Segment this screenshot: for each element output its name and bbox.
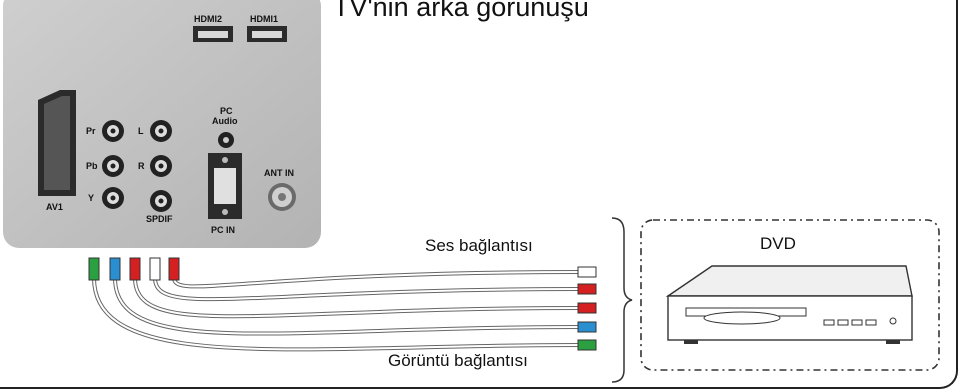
y-jack	[102, 187, 124, 209]
video-connection-caption: Görüntü bağlantısı	[388, 351, 528, 370]
audio-l-jack	[150, 120, 172, 142]
hdmi1-port	[247, 26, 287, 42]
r-label: R	[138, 161, 145, 171]
audio-r-jack	[150, 155, 172, 177]
pc-in-label: PC IN	[211, 225, 235, 235]
dvd-label: DVD	[760, 234, 796, 253]
av1-label: AV1	[46, 202, 63, 212]
dvd-player-icon	[665, 265, 913, 344]
spdif-jack	[150, 190, 172, 212]
pc-audio-label-line2: Audio	[212, 116, 238, 126]
spdif-label: SPDIF	[146, 214, 173, 224]
pc-in-vga-port	[208, 153, 242, 219]
pr-label: Pr	[86, 126, 96, 136]
diagram-title: TV'nin arka görünüşü	[333, 0, 589, 22]
l-label: L	[138, 126, 144, 136]
hdmi1-label: HDMI1	[250, 14, 278, 24]
pb-label: Pb	[86, 161, 98, 171]
ant-in-label: ANT IN	[264, 168, 294, 178]
audio-connection-caption: Ses bağlantısı	[425, 236, 533, 255]
cable-highlight	[93, 271, 581, 351]
dvd-side-plugs	[577, 266, 597, 351]
hdmi2-port	[193, 26, 233, 42]
hdmi2-label: HDMI2	[194, 14, 222, 24]
ant-in-connector	[268, 183, 296, 211]
scart-av1-connector	[38, 90, 76, 196]
pc-audio-jack	[218, 132, 234, 148]
pr-jack	[102, 120, 124, 142]
tv-side-plugs	[88, 257, 180, 281]
pb-jack	[102, 155, 124, 177]
y-label: Y	[88, 193, 94, 203]
brace	[611, 217, 633, 383]
dvd-box	[640, 219, 940, 371]
pc-audio-label-line1: PC	[220, 106, 233, 116]
